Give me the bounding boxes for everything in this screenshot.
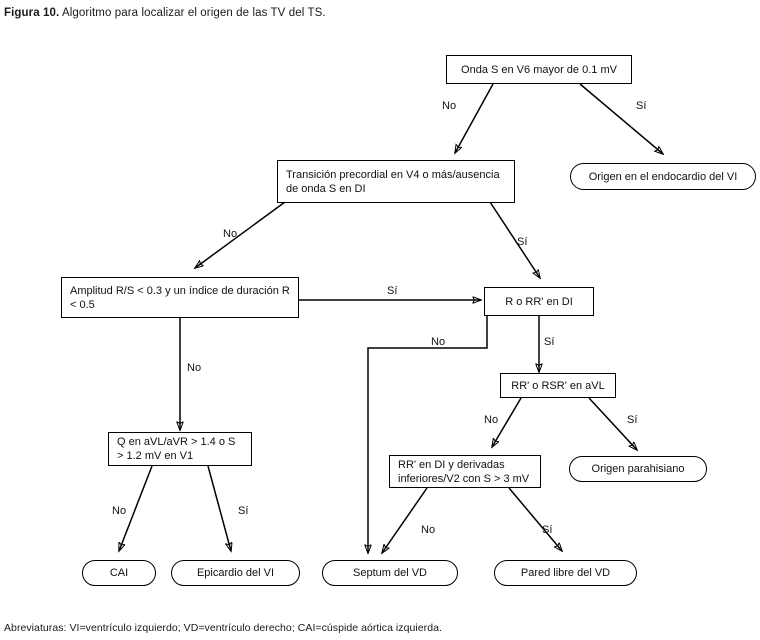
edge-label-rrdiderivadas-no: No xyxy=(421,524,436,536)
node-q-avl-avr[interactable]: Q en aVL/aVR > 1.4 o S > 1.2 mV en V1 xyxy=(108,432,252,466)
edge-label-qavl-si: Sí xyxy=(238,505,249,517)
edge-transicion-to-amplitud xyxy=(195,201,286,268)
edge-rorrdi-to-septum xyxy=(368,316,488,553)
node-rr-o-rsr-avl-label: RR' o RSR' en aVL xyxy=(511,379,605,392)
node-epicardio-vi[interactable]: Epicardio del VI xyxy=(171,560,300,586)
edge-label-ondaS-no: No xyxy=(442,100,457,112)
edge-rrrsravl-to-rrdiderivadas xyxy=(492,397,522,447)
edge-label-transicion-no: No xyxy=(223,228,238,240)
figure-caption-label: Figura 10. xyxy=(4,7,60,19)
edge-label-rorrdi-si: Sí xyxy=(544,336,555,348)
figure-caption-text: Algoritmo para localizar el origen de la… xyxy=(59,7,326,19)
node-rr-di-derivadas[interactable]: RR' en DI y derivadas inferiores/V2 con … xyxy=(389,455,541,488)
edge-label-amplitud-si: Sí xyxy=(387,285,398,297)
node-amplitud-rs-label: Amplitud R/S < 0.3 y un índice de duraci… xyxy=(70,284,290,311)
figure-caption: Figura 10. Algoritmo para localizar el o… xyxy=(4,7,326,19)
node-onda-s-v6-label: Onda S en V6 mayor de 0.1 mV xyxy=(461,63,617,76)
node-r-o-rr-di-label: R o RR' en DI xyxy=(505,295,573,308)
node-transicion-precordial-label: Transición precordial en V4 o más/ausenc… xyxy=(286,168,500,195)
edge-label-rrdiderivadas-si: Sí xyxy=(542,524,553,536)
edge-transicion-to-rorrdi xyxy=(489,201,540,278)
edge-label-rrrsravl-no: No xyxy=(484,414,499,426)
edge-rrdiderivadas-to-septum xyxy=(382,487,428,553)
figure-footnote: Abreviaturas: VI=ventrículo izquierdo; V… xyxy=(4,622,442,634)
node-rr-o-rsr-avl[interactable]: RR' o RSR' en aVL xyxy=(500,373,616,398)
node-rr-di-derivadas-label: RR' en DI y derivadas inferiores/V2 con … xyxy=(398,458,530,485)
edge-qavl-to-epicardio xyxy=(207,465,231,551)
node-origen-endocardio-vi[interactable]: Origen en el endocardio del VI xyxy=(570,163,756,190)
edge-ondaS-to-endocardio xyxy=(579,83,663,154)
node-pared-libre-vd[interactable]: Pared libre del VD xyxy=(494,560,637,586)
edge-qavl-to-cai xyxy=(118,465,153,551)
node-cai[interactable]: CAI xyxy=(82,560,156,586)
edge-label-transicion-si: Sí xyxy=(517,236,528,248)
edge-label-amplitud-no: No xyxy=(187,362,202,374)
node-origen-parahisiano[interactable]: Origen parahisiano xyxy=(569,456,707,482)
edge-label-qavl-no: No xyxy=(112,505,127,517)
node-onda-s-v6[interactable]: Onda S en V6 mayor de 0.1 mV xyxy=(446,55,632,84)
node-pared-libre-vd-label: Pared libre del VD xyxy=(520,567,611,579)
node-septum-vd-label: Septum del VD xyxy=(353,567,427,579)
edge-label-rorrdi-no: No xyxy=(431,336,446,348)
edge-rrrsravl-to-parahisiano xyxy=(588,397,637,450)
node-r-o-rr-di[interactable]: R o RR' en DI xyxy=(484,287,594,316)
node-septum-vd[interactable]: Septum del VD xyxy=(322,560,458,586)
edge-label-ondaS-si: Sí xyxy=(636,100,647,112)
node-amplitud-rs[interactable]: Amplitud R/S < 0.3 y un índice de duraci… xyxy=(61,277,299,318)
node-origen-endocardio-vi-label: Origen en el endocardio del VI xyxy=(588,170,738,183)
edge-label-rrrsravl-si: Sí xyxy=(627,414,638,426)
edge-ondaS-to-transicion xyxy=(455,83,494,153)
node-origen-parahisiano-label: Origen parahisiano xyxy=(591,463,685,475)
edge-rrdiderivadas-to-paredlibre xyxy=(508,487,562,551)
node-q-avl-avr-label: Q en aVL/aVR > 1.4 o S > 1.2 mV en V1 xyxy=(117,436,236,462)
node-cai-label: CAI xyxy=(109,567,129,579)
node-transicion-precordial[interactable]: Transición precordial en V4 o más/ausenc… xyxy=(277,160,515,203)
node-epicardio-vi-label: Epicardio del VI xyxy=(196,567,275,579)
